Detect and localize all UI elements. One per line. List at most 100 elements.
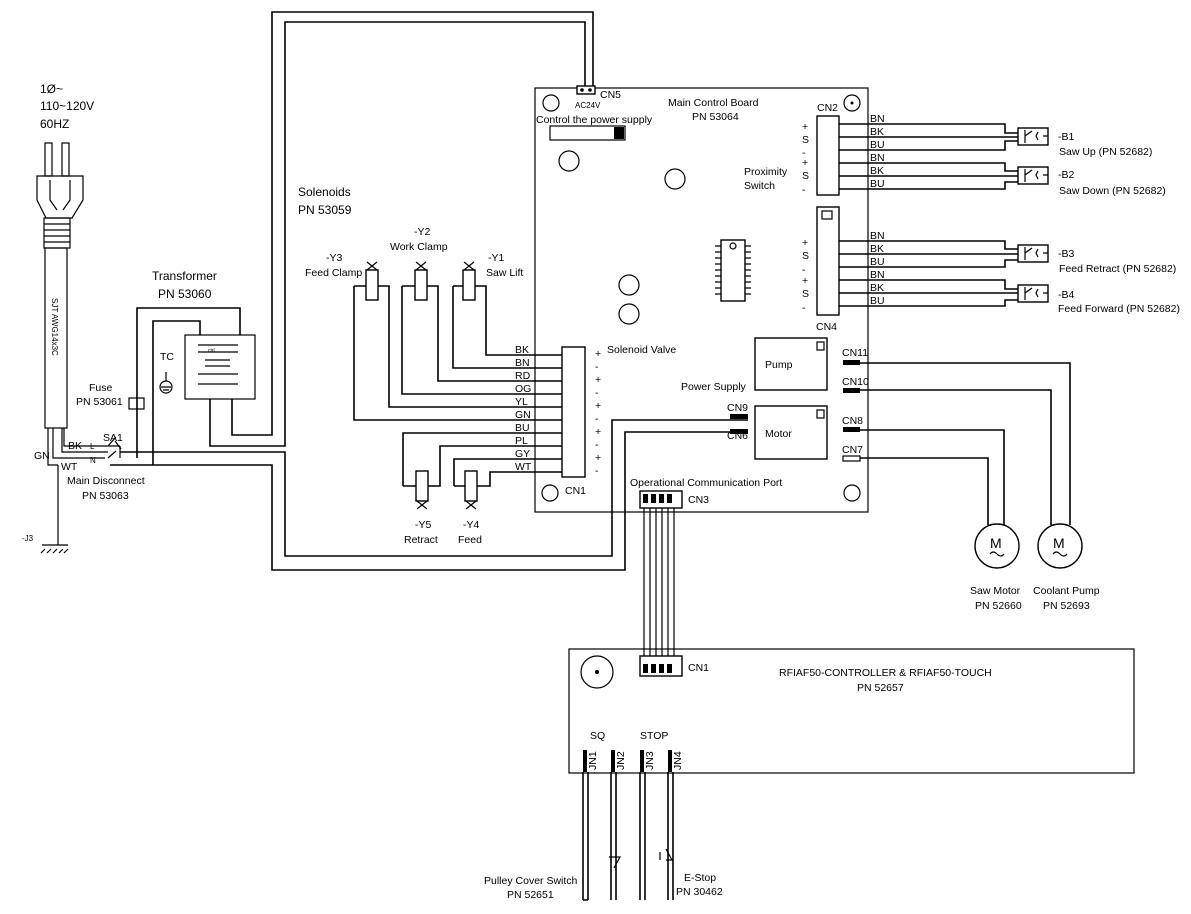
motor-label: Motor bbox=[765, 428, 792, 440]
cn2-wire-label: BK bbox=[870, 165, 884, 177]
jn4-label: JN4 bbox=[672, 751, 684, 770]
y1-name: Saw Lift bbox=[486, 267, 523, 279]
cn4-sign: + bbox=[802, 237, 808, 249]
board-outline bbox=[534, 87, 869, 513]
transformer: Transformer PN 53060 ctrl TC bbox=[110, 11, 748, 571]
cn1-sign: + bbox=[595, 452, 601, 464]
coolant-pump-pn: PN 52693 bbox=[1043, 600, 1090, 612]
sensor-b2-icon bbox=[1017, 166, 1049, 185]
ground-label: -J3 bbox=[22, 534, 34, 543]
comm-port-label: Operational Communication Port bbox=[630, 477, 782, 489]
cn4-wire-label: BU bbox=[870, 295, 885, 307]
cn1-wire-label: GY bbox=[515, 448, 530, 460]
comm-cable bbox=[643, 508, 675, 660]
jn1-label: JN1 bbox=[587, 751, 599, 770]
proximity-sensors: -B1 Saw Up (PN 52682) -B2 Saw Down (PN 5… bbox=[1017, 127, 1180, 315]
cn4-wire-label: BN bbox=[870, 269, 885, 281]
cn1-sign: - bbox=[595, 361, 599, 373]
cn1-wire-label: WT bbox=[515, 461, 532, 473]
solenoids-label: Solenoids bbox=[298, 185, 351, 199]
proximity-label-1: Proximity bbox=[744, 166, 788, 178]
solenoid-y1-icon bbox=[462, 261, 476, 301]
pump-label: Pump bbox=[765, 359, 793, 371]
coolant-pump-name: Coolant Pump bbox=[1033, 585, 1100, 597]
y5-tag: -Y5 bbox=[415, 519, 432, 531]
cord-text: SJT AWG14x3C bbox=[50, 298, 59, 356]
saw-motor-pn: PN 52660 bbox=[975, 600, 1022, 612]
tc-label: TC bbox=[160, 351, 174, 363]
cn1-wire-label: RD bbox=[515, 370, 531, 382]
transformer-icon bbox=[184, 334, 256, 400]
cn1-wire-label: BU bbox=[515, 422, 530, 434]
saw-motor-name: Saw Motor bbox=[970, 585, 1021, 597]
b2-name: Saw Down (PN 52682) bbox=[1059, 185, 1166, 197]
power-input: 1Ø~ 110~120V 60HZ SJT AWG14x3C GN BK WT … bbox=[22, 82, 145, 554]
cn1-label: CN1 bbox=[565, 485, 586, 497]
supply-connector-icon bbox=[549, 125, 626, 141]
proximity-label-2: Switch bbox=[744, 180, 775, 192]
l-label: L bbox=[90, 442, 95, 451]
cn2-wire-label: BK bbox=[870, 126, 884, 138]
power-phase: 1Ø~ bbox=[40, 82, 63, 96]
controller: CN1 RFIAF50-CONTROLLER & RFIAF50-TOUCH P… bbox=[484, 648, 1135, 901]
sensor-b4-icon bbox=[1017, 284, 1049, 303]
ic-chip-icon bbox=[715, 239, 751, 302]
solenoid-y2-icon bbox=[414, 261, 428, 301]
cn2-sign: + bbox=[802, 157, 808, 169]
solenoid-y5-icon bbox=[415, 470, 429, 510]
cn2-sign: - bbox=[802, 147, 806, 159]
fuse-pn: PN 53061 bbox=[76, 396, 123, 408]
cn1-wire-label: GN bbox=[515, 409, 531, 421]
sensor-b1-icon bbox=[1017, 127, 1049, 146]
bk-label: BK bbox=[68, 440, 82, 452]
gn-label: GN bbox=[34, 450, 50, 462]
y2-tag: -Y2 bbox=[414, 226, 431, 238]
cn1-sign: - bbox=[595, 439, 599, 451]
cn4-sign: - bbox=[802, 302, 806, 314]
cn9-label: CN9 bbox=[727, 402, 748, 414]
controller-cn1-label: CN1 bbox=[688, 662, 709, 674]
cn7-connector bbox=[842, 455, 861, 462]
cn1-sign: - bbox=[595, 413, 599, 425]
fuse-label: Fuse bbox=[89, 382, 113, 394]
cn2-label: CN2 bbox=[817, 102, 838, 114]
cn2-wire-label: BN bbox=[870, 152, 885, 164]
board-component-icon bbox=[664, 168, 686, 190]
y5-name: Retract bbox=[404, 534, 438, 546]
cn1-wire-label: PL bbox=[515, 435, 528, 447]
pulley-switch-name: Pulley Cover Switch bbox=[484, 875, 578, 887]
power-cord bbox=[44, 247, 68, 429]
cn1-wire-label: YL bbox=[515, 396, 528, 408]
b4-tag: -B4 bbox=[1058, 289, 1075, 301]
cn1-sign: + bbox=[595, 400, 601, 412]
saw-motor-m: M bbox=[990, 535, 1002, 551]
motor-relay bbox=[754, 405, 828, 460]
cn9-connector bbox=[730, 414, 748, 419]
cn11-connector bbox=[843, 360, 860, 365]
cn4-sign: + bbox=[802, 275, 808, 287]
stop-label: STOP bbox=[640, 730, 668, 742]
cn8-connector bbox=[843, 427, 860, 432]
mount-hole-icon bbox=[541, 484, 559, 502]
cn1-wire-label: BN bbox=[515, 357, 530, 369]
y4-name: Feed bbox=[458, 534, 482, 546]
cn2-wire-label: BU bbox=[870, 139, 885, 151]
cn4-connector bbox=[816, 206, 840, 316]
solenoids-pn: PN 53059 bbox=[298, 203, 352, 217]
mount-hole-icon bbox=[843, 484, 861, 502]
cn4-sign: - bbox=[802, 264, 806, 276]
b2-tag: -B2 bbox=[1058, 169, 1075, 181]
sa1-label: SA1 bbox=[103, 432, 123, 444]
controller-outline bbox=[568, 648, 1135, 774]
cn2-sign: S bbox=[802, 134, 809, 146]
svg-text:ctrl: ctrl bbox=[208, 348, 215, 354]
cn4-wire-label: BU bbox=[870, 256, 885, 268]
coolant-pump-icon bbox=[1037, 523, 1083, 569]
cn6-connector bbox=[730, 429, 748, 434]
power-frequency: 60HZ bbox=[40, 117, 69, 131]
mount-hole-icon bbox=[843, 94, 861, 112]
ac24v-label: AC24V bbox=[575, 101, 601, 110]
cn2-wire-label: BU bbox=[870, 178, 885, 190]
cn4-wire-label: BN bbox=[870, 230, 885, 242]
